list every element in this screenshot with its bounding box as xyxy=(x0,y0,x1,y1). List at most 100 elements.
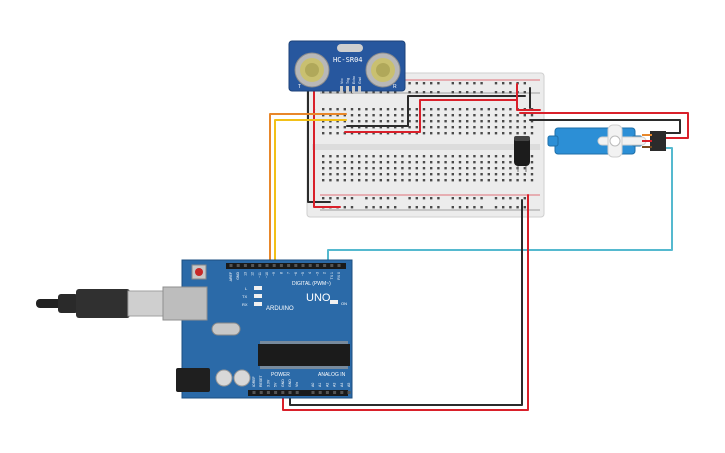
breadboard-hole xyxy=(430,179,433,182)
breadboard-hole xyxy=(451,120,454,123)
breadboard-hole xyxy=(415,82,418,85)
sensor-name: HC-SR04 xyxy=(333,56,363,64)
breadboard-hole xyxy=(444,126,447,129)
breadboard-hole xyxy=(494,132,498,135)
breadboard-hole xyxy=(394,108,397,111)
breadboard-hole xyxy=(329,179,332,182)
breadboard-hole xyxy=(394,179,397,182)
breadboard-hole xyxy=(487,132,490,135)
breadboard-hole xyxy=(422,161,426,164)
breadboard-hole xyxy=(494,197,498,200)
breadboard-hole xyxy=(516,132,519,135)
breadboard-hole xyxy=(336,197,339,200)
breadboard-hole xyxy=(372,114,375,117)
breadboard-hole xyxy=(350,167,354,170)
breadboard-hole xyxy=(466,108,469,111)
breadboard-hole xyxy=(516,173,519,176)
breadboard-hole xyxy=(358,126,361,129)
breadboard-hole xyxy=(458,161,462,164)
breadboard-hole xyxy=(394,155,397,158)
digital-pin-label: 7 xyxy=(287,272,291,274)
breadboard-hole xyxy=(415,120,418,123)
breadboard-hole xyxy=(502,155,505,158)
breadboard-hole xyxy=(379,108,382,111)
breadboard-hole xyxy=(408,132,411,135)
breadboard-hole xyxy=(379,126,382,129)
breadboard-hole xyxy=(437,155,440,158)
breadboard-hole xyxy=(523,167,526,170)
breadboard-hole xyxy=(494,114,498,117)
digital-pin-label: ~9 xyxy=(272,272,276,276)
analog-pin-label: A2 xyxy=(325,383,329,387)
breadboard-hole xyxy=(343,126,346,129)
breadboard-hole xyxy=(394,197,397,200)
breadboard-hole xyxy=(422,155,426,158)
breadboard-hole xyxy=(415,179,418,182)
breadboard-hole xyxy=(379,91,382,94)
digital-pin xyxy=(236,264,240,267)
breadboard-hole xyxy=(408,82,411,85)
led-label-tx: TX xyxy=(242,294,247,299)
transducer-right-icon xyxy=(365,52,401,88)
breadboard-hole xyxy=(466,197,469,200)
breadboard-hole xyxy=(487,108,490,111)
breadboard-hole xyxy=(394,173,397,176)
breadboard-hole xyxy=(451,197,454,200)
breadboard-hole xyxy=(336,132,339,135)
wire-5v-red xyxy=(282,194,529,411)
breadboard-hole xyxy=(358,132,361,135)
breadboard-hole xyxy=(502,132,505,135)
digital-pin xyxy=(308,264,312,267)
breadboard-hole xyxy=(458,91,462,94)
breadboard-hole xyxy=(502,120,505,123)
breadboard-hole xyxy=(437,173,440,176)
breadboard-hole xyxy=(415,206,418,209)
breadboard-hole xyxy=(502,108,505,111)
breadboard-hole xyxy=(408,91,411,94)
breadboard-hole xyxy=(336,114,339,117)
breadboard-hole xyxy=(343,161,346,164)
breadboard-hole xyxy=(473,120,476,123)
breadboard-hole xyxy=(523,173,526,176)
breadboard-hole xyxy=(523,114,526,117)
breadboard-hole xyxy=(530,155,534,158)
breadboard-hole xyxy=(487,155,490,158)
breadboard-hole xyxy=(509,161,512,164)
breadboard-hole xyxy=(415,197,418,200)
breadboard-hole xyxy=(365,155,368,158)
digital-pin-label: 12 xyxy=(251,272,255,276)
breadboard-hole xyxy=(466,114,469,117)
breadboard-hole xyxy=(401,108,404,111)
digital-pin xyxy=(279,264,283,267)
breadboard-hole xyxy=(437,167,440,170)
breadboard-hole xyxy=(444,161,447,164)
breadboard-hole xyxy=(523,132,526,135)
breadboard-hole xyxy=(365,126,368,129)
breadboard-hole xyxy=(430,173,433,176)
breadboard-hole xyxy=(451,91,454,94)
capacitors-icon xyxy=(215,369,251,387)
power-pin-label: GND xyxy=(288,379,292,387)
breadboard-hole xyxy=(336,161,339,164)
breadboard-hole xyxy=(422,120,426,123)
breadboard-hole xyxy=(487,126,490,129)
breadboard-hole xyxy=(350,120,354,123)
breadboard-hole xyxy=(480,108,483,111)
breadboard-hole xyxy=(523,91,526,94)
breadboard-hole xyxy=(480,206,483,209)
breadboard-hole xyxy=(473,82,476,85)
breadboard-hole xyxy=(437,108,440,111)
digital-pin-label: ~11 xyxy=(258,272,262,278)
breadboard-hole xyxy=(473,161,476,164)
breadboard-hole xyxy=(322,179,325,182)
analog-pin-label: A3 xyxy=(333,383,337,387)
breadboard-hole xyxy=(444,132,447,135)
breadboard-hole xyxy=(422,126,426,129)
breadboard-hole xyxy=(394,114,397,117)
breadboard-hole xyxy=(358,108,361,111)
sensor-pin xyxy=(340,86,343,93)
breadboard-hole xyxy=(350,108,354,111)
breadboard-hole xyxy=(451,173,454,176)
